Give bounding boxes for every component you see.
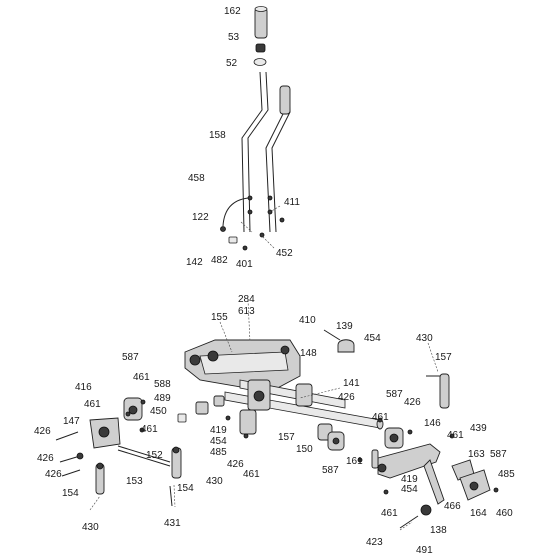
- callout-461-right: 461: [447, 430, 464, 441]
- callout-461-bottom: 461: [381, 508, 398, 519]
- callout-430-center: 430: [206, 476, 223, 487]
- nut-53: [255, 43, 266, 53]
- callout-461-lower-center: 461: [243, 469, 260, 480]
- callout-439: 439: [470, 423, 487, 434]
- callout-461-mid: 461: [141, 424, 158, 435]
- rod-153: [117, 445, 171, 467]
- callout-139: 139: [336, 321, 353, 332]
- callout-423: 423: [366, 537, 383, 548]
- callout-587-left: 587: [122, 352, 139, 363]
- callout-466: 466: [444, 501, 461, 512]
- callout-53: 53: [228, 32, 240, 43]
- callout-419-right: 419: [401, 474, 418, 485]
- callout-164: 164: [470, 508, 487, 519]
- callout-157-center: 157: [278, 432, 295, 443]
- callout-401: 401: [236, 259, 253, 270]
- callout-52: 52: [226, 58, 238, 69]
- washer-52: [253, 58, 267, 66]
- callout-163: 163: [468, 449, 485, 460]
- callout-482: 482: [211, 255, 228, 266]
- callout-426-left-mid: 426: [37, 453, 54, 464]
- callout-155: 155: [211, 312, 228, 323]
- callout-426-center: 426: [338, 392, 355, 403]
- callout-454-upper: 454: [364, 333, 381, 344]
- callout-141: 141: [343, 378, 360, 389]
- fasteners-scattered: [125, 399, 499, 495]
- spacers-450-588-489: [177, 395, 225, 423]
- bushing-139: [337, 339, 355, 353]
- callout-430-left: 430: [82, 522, 99, 533]
- callout-153: 153: [126, 476, 143, 487]
- callout-labels: 162 53 52 158 458 411 122 452 142 482 40…: [34, 6, 515, 556]
- callout-430-upper: 430: [416, 333, 433, 344]
- knob-138: [420, 504, 432, 516]
- callout-158: 158: [209, 130, 226, 141]
- callout-411: 411: [284, 197, 300, 208]
- cable-122: [220, 197, 249, 232]
- bolt-410: [323, 329, 341, 341]
- callout-431: 431: [164, 518, 181, 529]
- callout-146: 146: [424, 418, 441, 429]
- callout-460: 460: [496, 508, 513, 519]
- callout-485-right: 485: [498, 469, 515, 480]
- callout-454-right: 454: [401, 484, 418, 495]
- callout-454-center: 454: [210, 436, 227, 447]
- callout-489: 489: [154, 393, 171, 404]
- callout-587-far-right: 587: [490, 449, 507, 460]
- callout-461-left: 461: [84, 399, 101, 410]
- callout-613: 613: [238, 306, 255, 317]
- callout-458: 458: [188, 173, 205, 184]
- callout-426-far-left: 426: [34, 426, 51, 437]
- callout-461-right-bearing: 461: [372, 412, 389, 423]
- callout-154-left: 154: [62, 488, 79, 499]
- handle-grip-162: [254, 6, 268, 39]
- callout-142: 142: [186, 257, 203, 268]
- bolt-423: [399, 515, 419, 529]
- callout-588: 588: [154, 379, 171, 390]
- pivot-blocks-center: [239, 379, 333, 441]
- callout-122: 122: [192, 212, 209, 223]
- small-fasteners-upper: [228, 195, 285, 251]
- callout-284: 284: [238, 294, 255, 305]
- callout-452: 452: [276, 248, 293, 259]
- callout-147: 147: [63, 416, 80, 427]
- callout-491: 491: [416, 545, 433, 556]
- callout-150: 150: [296, 444, 313, 455]
- bracket-164: [459, 469, 491, 501]
- callout-138: 138: [430, 525, 447, 536]
- link-154-center: [169, 446, 182, 507]
- callout-587-right: 587: [386, 389, 403, 400]
- leader-lines: [89, 205, 439, 531]
- callout-450: 450: [150, 406, 167, 417]
- bolts-left: [55, 431, 84, 477]
- callout-157-right: 157: [435, 352, 452, 363]
- callout-410: 410: [299, 315, 316, 326]
- callout-461-left-upper: 461: [133, 372, 150, 383]
- callout-152: 152: [146, 450, 163, 461]
- callout-154-center: 154: [177, 483, 194, 494]
- callout-161: 161: [346, 456, 363, 467]
- link-157-right: [426, 373, 450, 409]
- callout-419-center: 419: [210, 425, 227, 436]
- control-lever-158: [241, 71, 291, 233]
- callout-162: 162: [224, 6, 241, 17]
- bearing-587-left-upper: [123, 397, 143, 421]
- bracket-147: [89, 417, 121, 449]
- link-154-left: [95, 462, 105, 495]
- callout-485-center: 485: [210, 447, 227, 458]
- linkage-frame-155: [184, 339, 301, 393]
- callout-416: 416: [75, 382, 92, 393]
- callout-426-lower-center: 426: [227, 459, 244, 470]
- bearing-587-right: [384, 427, 404, 449]
- callout-426-right: 426: [404, 397, 421, 408]
- callout-426-left-lower: 426: [45, 469, 62, 480]
- callout-587-lower: 587: [322, 465, 339, 476]
- arm-assembly-right: [371, 443, 445, 505]
- bearing-587-center: [327, 431, 345, 451]
- callout-148: 148: [300, 348, 317, 359]
